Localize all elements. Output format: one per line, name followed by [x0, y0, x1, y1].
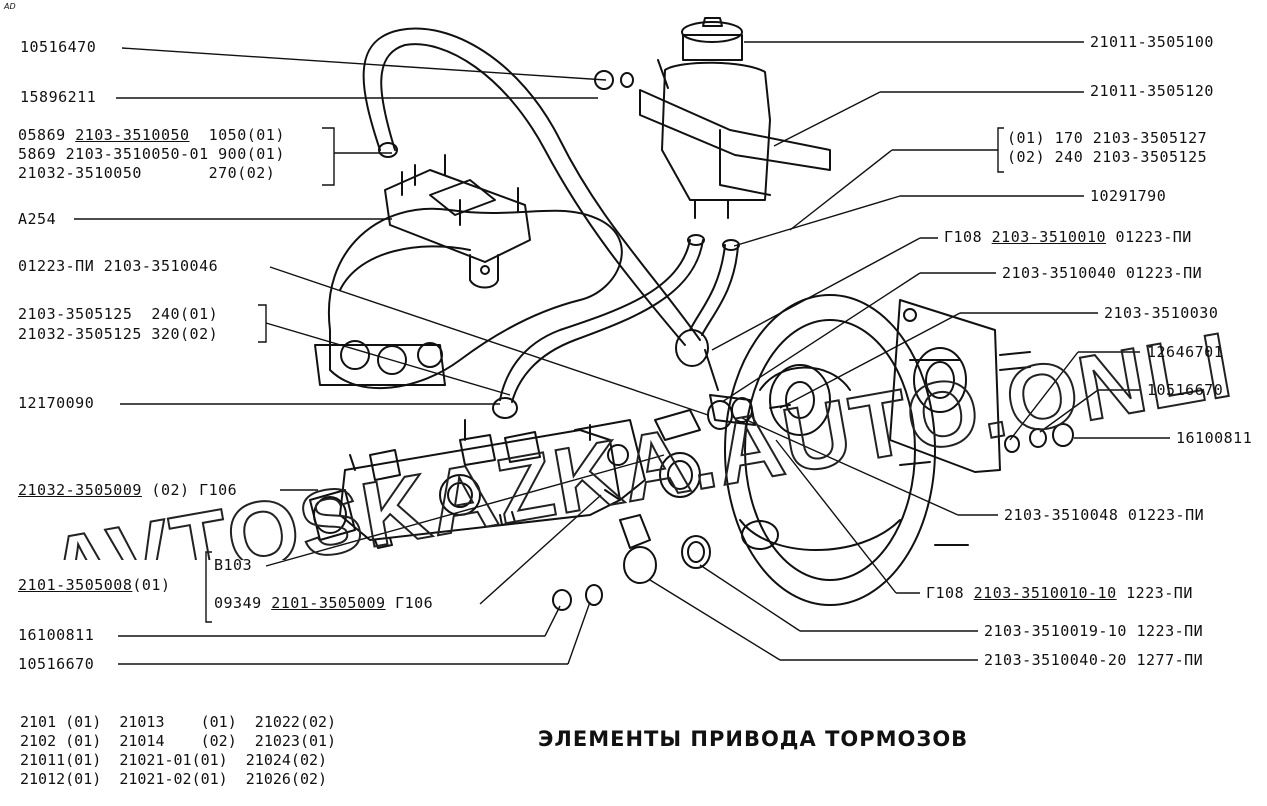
- label-15896211: 15896211: [20, 88, 97, 106]
- label-21011-3505100: 21011-3505100: [1090, 33, 1214, 51]
- label-2101-3505009: 09349 2101-3505009 Г106: [214, 594, 434, 612]
- label-21011-3505120: 21011-3505120: [1090, 82, 1214, 100]
- vacuum-booster-drawing: [724, 294, 1074, 606]
- label-21032-3505125: 21032-3505125 320(02): [18, 325, 219, 343]
- label-b103: B103: [214, 556, 253, 574]
- label-21032-3510050: 21032-3510050 270(02): [18, 164, 276, 182]
- label-2103-3510040-20: 2103-3510040-20 1277-ПИ: [984, 651, 1204, 669]
- label-12170090: 12170090: [18, 394, 95, 412]
- label-2103-3510010-10: Г108 2103-3510010-10 1223-ПИ: [926, 584, 1193, 602]
- model-list: 2101 (01) 21013 (01) 21022(02)2102 (01) …: [20, 713, 336, 789]
- leader-lines: [74, 41, 1170, 665]
- label-2103-3510050: 05869 2103-3510050 1050(01): [18, 126, 285, 144]
- reservoir-hoses-drawing: [499, 234, 740, 403]
- label-10516670-left: 10516670: [18, 655, 95, 673]
- loose-fittings-drawing: [492, 70, 791, 611]
- label-2103-3510019-10: 2103-3510019-10 1223-ПИ: [984, 622, 1204, 640]
- reservoir-drawing: [639, 17, 831, 219]
- label-2103-3505125: 2103-3505125 240(01): [18, 305, 219, 323]
- label-16100811-left: 16100811: [18, 626, 95, 644]
- intake-manifold-drawing: [314, 207, 623, 390]
- label-2103-3510048: 2103-3510048 01223-ПИ: [1004, 506, 1205, 524]
- label-2103-3510030: 2103-3510030: [1104, 304, 1219, 322]
- model-row: 21012(01) 21021-02(01) 21026(02): [20, 770, 328, 788]
- label-2103-3510050-01: 5869 2103-3510050-01 900(01): [18, 145, 285, 163]
- label-a254: A254: [18, 210, 57, 228]
- vacuum-hose-drawing: [362, 27, 701, 346]
- label-10516670-right: 10516670: [1147, 381, 1224, 399]
- model-row: 2102 (01) 21014 (02) 21023(01): [20, 732, 337, 750]
- label-12646701: 12646701: [1147, 343, 1224, 361]
- label-2103-3505125-right: (02) 240 2103-3505125: [1007, 148, 1208, 166]
- master-cylinder-drawing: [309, 419, 646, 549]
- label-10516470-left: 10516470: [20, 38, 97, 56]
- label-2103-3510010: Г108 2103-3510010 01223-ПИ: [944, 228, 1192, 246]
- label-2103-3510046: 01223-ПИ 2103-3510046: [18, 257, 219, 275]
- model-row: 2101 (01) 21013 (01) 21022(02): [20, 713, 337, 731]
- label-21032-3505009: 21032-3505009 (02) Г106: [18, 481, 238, 499]
- label-2103-3505127: (01) 170 2103-3505127: [1007, 129, 1208, 147]
- label-2101-3505008: 2101-3505008(01): [18, 576, 171, 594]
- model-row: 21011(01) 21021-01(01) 21024(02): [20, 751, 328, 769]
- flange-a254-drawing: [384, 154, 531, 289]
- corner-mark: AD: [4, 2, 16, 11]
- label-16100811-right: 16100811: [1176, 429, 1253, 447]
- label-10291790: 10291790: [1090, 187, 1167, 205]
- diagram-title: ЭЛЕМЕНТЫ ПРИВОДА ТОРМОЗОВ: [538, 727, 969, 751]
- label-2103-3510040: 2103-3510040 01223-ПИ: [1002, 264, 1203, 282]
